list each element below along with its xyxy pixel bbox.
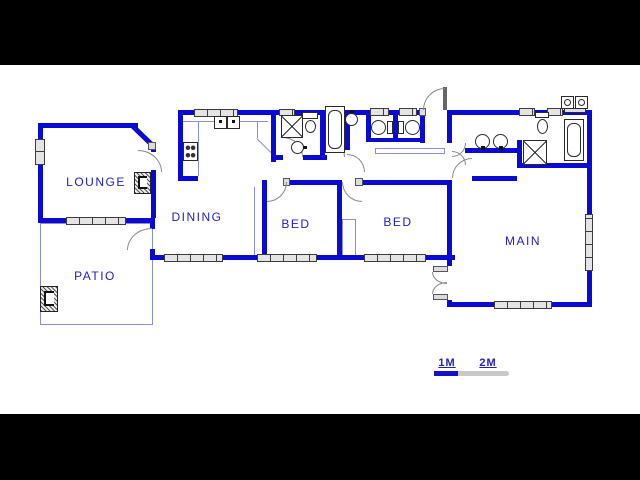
wall [178, 110, 425, 115]
wall [517, 140, 522, 168]
wall [320, 110, 325, 160]
wall [38, 123, 138, 128]
door-swing-arc [342, 182, 362, 202]
window [494, 301, 552, 309]
window [164, 254, 223, 262]
tap-icon [232, 120, 235, 123]
scale-bar-2m-segment [458, 371, 509, 376]
room-label-bed1: BED [281, 217, 311, 231]
door-swing-arc [432, 282, 447, 294]
wall [303, 155, 327, 160]
wall [472, 176, 517, 181]
room-label-dining: DINING [171, 210, 223, 224]
wall [447, 180, 452, 258]
bathtub-icon [567, 123, 581, 157]
wall [522, 163, 592, 168]
tap-icon [303, 146, 307, 149]
wall [366, 110, 371, 140]
window [370, 108, 389, 116]
vanity-sink-icon [578, 99, 585, 106]
door-swing-arc [267, 182, 287, 202]
wall [420, 110, 425, 143]
window [66, 217, 126, 225]
dining-cupboard-line [254, 187, 255, 257]
shower-icon [523, 140, 547, 165]
passage-cupboard [375, 148, 445, 154]
shower-icon [281, 115, 303, 138]
wall [465, 148, 517, 153]
toilet-cistern-icon [387, 121, 393, 134]
tap-icon [350, 110, 354, 113]
letterbox-top [0, 0, 640, 65]
wall [38, 123, 43, 223]
wall [178, 176, 198, 181]
room-label-lounge: LOUNGE [66, 175, 126, 189]
vanity-sink-icon [564, 99, 571, 106]
window [257, 254, 317, 262]
wall [271, 155, 283, 160]
toilet-icon [405, 120, 420, 135]
room-label-main: MAIN [505, 234, 541, 248]
toilet-cistern-icon [302, 112, 318, 119]
window [35, 139, 45, 165]
toilet-cistern-icon [535, 112, 549, 118]
scale-label-2m: 2M [479, 357, 497, 369]
scale-bar-1m-segment [434, 371, 458, 376]
wall [150, 223, 155, 229]
letterbox-bottom [0, 414, 640, 480]
basin-icon [345, 113, 358, 126]
window [585, 214, 593, 271]
wall [362, 180, 452, 185]
door-leaf [443, 87, 447, 110]
room-label-bed2: BED [383, 215, 413, 229]
tap-icon [499, 146, 503, 150]
room-label-patio: PATIO [74, 269, 116, 283]
toilet-icon [537, 119, 548, 134]
wall [271, 110, 276, 162]
window [364, 254, 426, 262]
fireplace-icon [138, 176, 147, 189]
wall [178, 112, 183, 178]
toilet-icon [371, 120, 386, 135]
window [399, 108, 417, 116]
wall [150, 249, 155, 258]
door-jamb [433, 294, 448, 300]
door-jamb [419, 108, 426, 116]
stove-icon [183, 142, 198, 161]
wall [393, 110, 398, 140]
tap-icon [219, 120, 222, 123]
wall [287, 180, 342, 185]
wall [337, 180, 342, 258]
wall [447, 258, 452, 266]
kitchen-counter-line [257, 121, 258, 138]
bathtub-icon [328, 110, 342, 149]
wall [262, 180, 267, 258]
door-jamb [148, 142, 156, 150]
wall [447, 110, 452, 143]
window [519, 108, 535, 116]
window [547, 108, 563, 116]
kitchen-counter-line [256, 138, 272, 153]
door-swing-arc [138, 150, 162, 172]
toilet-icon [305, 120, 316, 133]
braai-icon [44, 291, 54, 306]
wall [151, 170, 156, 218]
door-swing-arc [423, 88, 445, 110]
scale-label-1m: 1M [438, 357, 456, 369]
door-swing-arc [347, 154, 365, 172]
wall [587, 110, 592, 307]
wall [345, 110, 350, 150]
tap-icon [481, 146, 485, 150]
toilet-cistern-icon [398, 121, 404, 134]
wall [366, 138, 425, 142]
bed2-cupboard [342, 219, 356, 256]
kitchen-counter-line [198, 121, 199, 176]
